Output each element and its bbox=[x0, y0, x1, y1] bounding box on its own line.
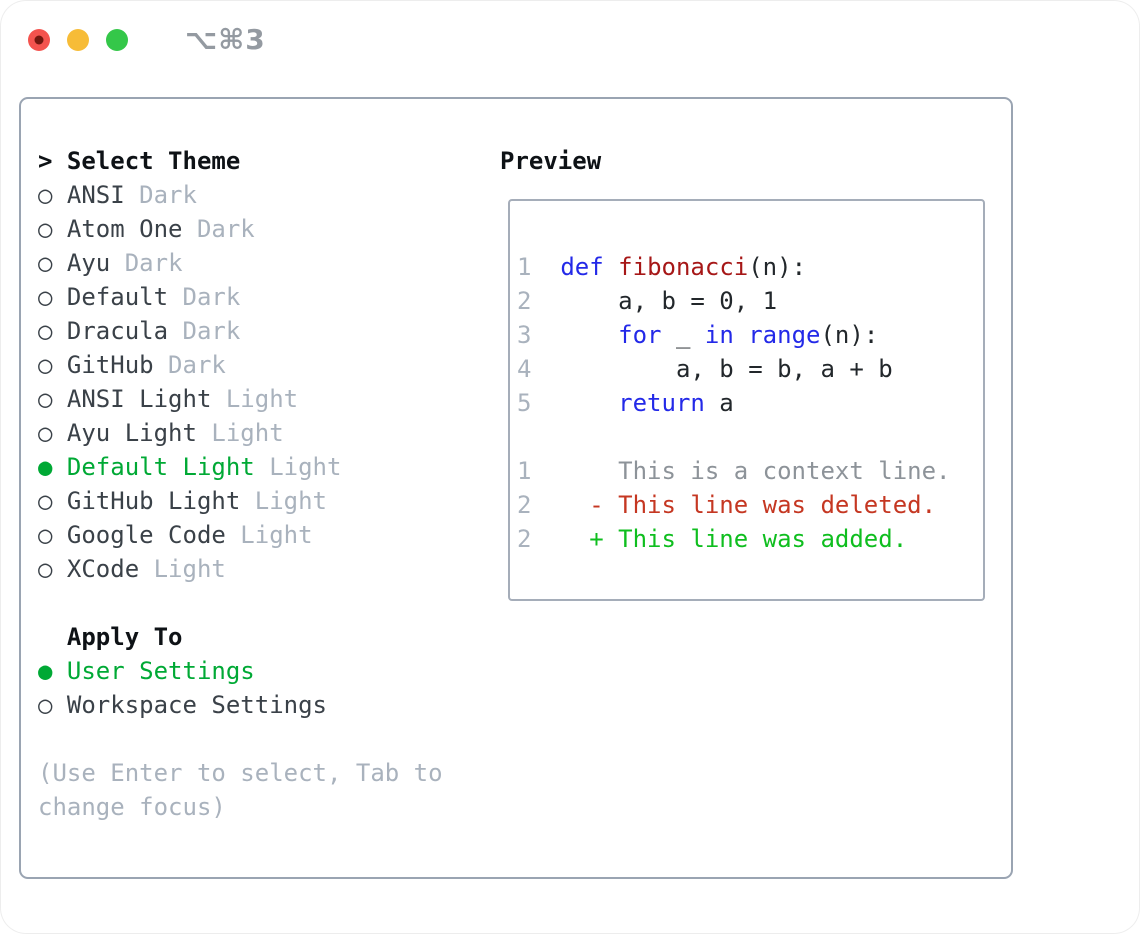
theme-variant: Light bbox=[254, 453, 342, 481]
theme-name: Default bbox=[66, 283, 169, 311]
theme-option[interactable]: ○ Ayu Dark bbox=[38, 246, 500, 280]
theme-option[interactable]: ○ Ayu Light Light bbox=[38, 416, 500, 450]
select-theme-title: Select Theme bbox=[66, 147, 241, 175]
theme-variant: Light bbox=[240, 487, 327, 515]
radio-icon: ○ bbox=[38, 691, 53, 719]
preview-line: 1 This is a context line. bbox=[517, 457, 951, 485]
apply-to-option[interactable]: ● User Settings bbox=[38, 654, 500, 688]
theme-variant: Dark bbox=[168, 317, 241, 345]
theme-option[interactable]: ○ Dracula Dark bbox=[38, 314, 500, 348]
radio-icon: ○ bbox=[38, 351, 53, 379]
theme-variant: Light bbox=[139, 555, 226, 583]
theme-name: XCode bbox=[66, 555, 140, 583]
apply-to-label: User Settings bbox=[66, 657, 255, 685]
preview-column: Preview 1 def fibonacci(n): 2 a, b = 0, 1… bbox=[500, 144, 1011, 877]
theme-variant: Dark bbox=[168, 283, 241, 311]
preview-line: 5 return a bbox=[517, 389, 734, 417]
theme-option[interactable]: ○ GitHub Light Light bbox=[38, 484, 500, 518]
theme-variant: Dark bbox=[182, 215, 255, 243]
preview-title: Preview bbox=[500, 147, 602, 175]
close-button[interactable] bbox=[28, 29, 50, 51]
radio-icon: ○ bbox=[38, 249, 53, 277]
help-text-line-2: change focus) bbox=[38, 793, 226, 821]
theme-option[interactable]: ○ ANSI Dark bbox=[38, 178, 500, 212]
theme-option[interactable]: ○ Atom One Dark bbox=[38, 212, 500, 246]
theme-option[interactable]: ○ XCode Light bbox=[38, 552, 500, 586]
theme-name: ANSI bbox=[66, 181, 125, 209]
radio-selected-icon: ● bbox=[38, 453, 53, 481]
theme-name: Dracula bbox=[66, 317, 169, 345]
radio-icon: ○ bbox=[38, 385, 53, 413]
theme-list-column: > Select Theme ○ ANSI Dark○ Atom One Dar… bbox=[38, 144, 500, 877]
spacer bbox=[38, 722, 500, 756]
radio-selected-icon: ● bbox=[38, 657, 53, 685]
theme-variant: Dark bbox=[124, 181, 197, 209]
theme-name: Default Light bbox=[66, 453, 255, 481]
theme-name: Ayu bbox=[66, 249, 111, 277]
apply-to-header: Apply To bbox=[38, 620, 500, 654]
apply-to-title: Apply To bbox=[66, 623, 183, 651]
titlebar: ⌥⌘3 bbox=[28, 26, 266, 54]
minimize-button[interactable] bbox=[67, 29, 89, 51]
preview-line: 2 - This line was deleted. bbox=[517, 491, 937, 519]
theme-variant: Dark bbox=[110, 249, 183, 277]
theme-selector-panel: > Select Theme ○ ANSI Dark○ Atom One Dar… bbox=[19, 97, 1013, 879]
theme-name: Atom One bbox=[66, 215, 183, 243]
theme-option[interactable]: ● Default Light Light bbox=[38, 450, 500, 484]
spacer bbox=[38, 586, 500, 620]
help-text-line-1: (Use Enter to select, Tab to bbox=[38, 759, 443, 787]
radio-icon: ○ bbox=[38, 283, 53, 311]
apply-to-option[interactable]: ○ Workspace Settings bbox=[38, 688, 500, 722]
window-shortcut-label: ⌥⌘3 bbox=[185, 23, 266, 56]
apply-to-list: ● User Settings○ Workspace Settings bbox=[38, 654, 500, 722]
theme-variant: Light bbox=[196, 419, 284, 447]
theme-option[interactable]: ○ ANSI Light Light bbox=[38, 382, 500, 416]
maximize-button[interactable] bbox=[106, 29, 128, 51]
radio-icon: ○ bbox=[38, 555, 53, 583]
theme-variant: Dark bbox=[153, 351, 226, 379]
radio-icon: ○ bbox=[38, 317, 53, 345]
theme-variant: Light bbox=[211, 385, 299, 413]
radio-icon: ○ bbox=[38, 181, 53, 209]
preview-box: 1 def fibonacci(n): 2 a, b = 0, 1 3 for _ … bbox=[508, 199, 985, 601]
theme-option[interactable]: ○ Default Dark bbox=[38, 280, 500, 314]
close-dot-icon bbox=[34, 35, 44, 45]
radio-icon: ○ bbox=[38, 521, 53, 549]
preview-line bbox=[517, 420, 983, 454]
prompt-caret-icon: > bbox=[38, 147, 53, 175]
preview-line: 2 a, b = 0, 1 bbox=[517, 287, 778, 315]
theme-list: ○ ANSI Dark○ Atom One Dark○ Ayu Dark○ De… bbox=[38, 178, 500, 586]
theme-name: GitHub Light bbox=[66, 487, 241, 515]
preview-line: 2 + This line was added. bbox=[517, 525, 908, 553]
select-theme-header: > Select Theme bbox=[38, 144, 500, 178]
theme-name: GitHub bbox=[66, 351, 154, 379]
theme-option[interactable]: ○ GitHub Dark bbox=[38, 348, 500, 382]
apply-to-label: Workspace Settings bbox=[66, 691, 327, 719]
theme-variant: Light bbox=[225, 521, 313, 549]
radio-icon: ○ bbox=[38, 419, 53, 447]
radio-icon: ○ bbox=[38, 487, 53, 515]
radio-icon: ○ bbox=[38, 215, 53, 243]
theme-name: Google Code bbox=[66, 521, 226, 549]
theme-option[interactable]: ○ Google Code Light bbox=[38, 518, 500, 552]
preview-line: 1 def fibonacci(n): bbox=[517, 253, 807, 281]
preview-line: 3 for _ in range(n): bbox=[517, 321, 879, 349]
theme-name: Ayu Light bbox=[66, 419, 197, 447]
preview-line: 4 a, b = b, a + b bbox=[517, 355, 893, 383]
theme-name: ANSI Light bbox=[66, 385, 212, 413]
